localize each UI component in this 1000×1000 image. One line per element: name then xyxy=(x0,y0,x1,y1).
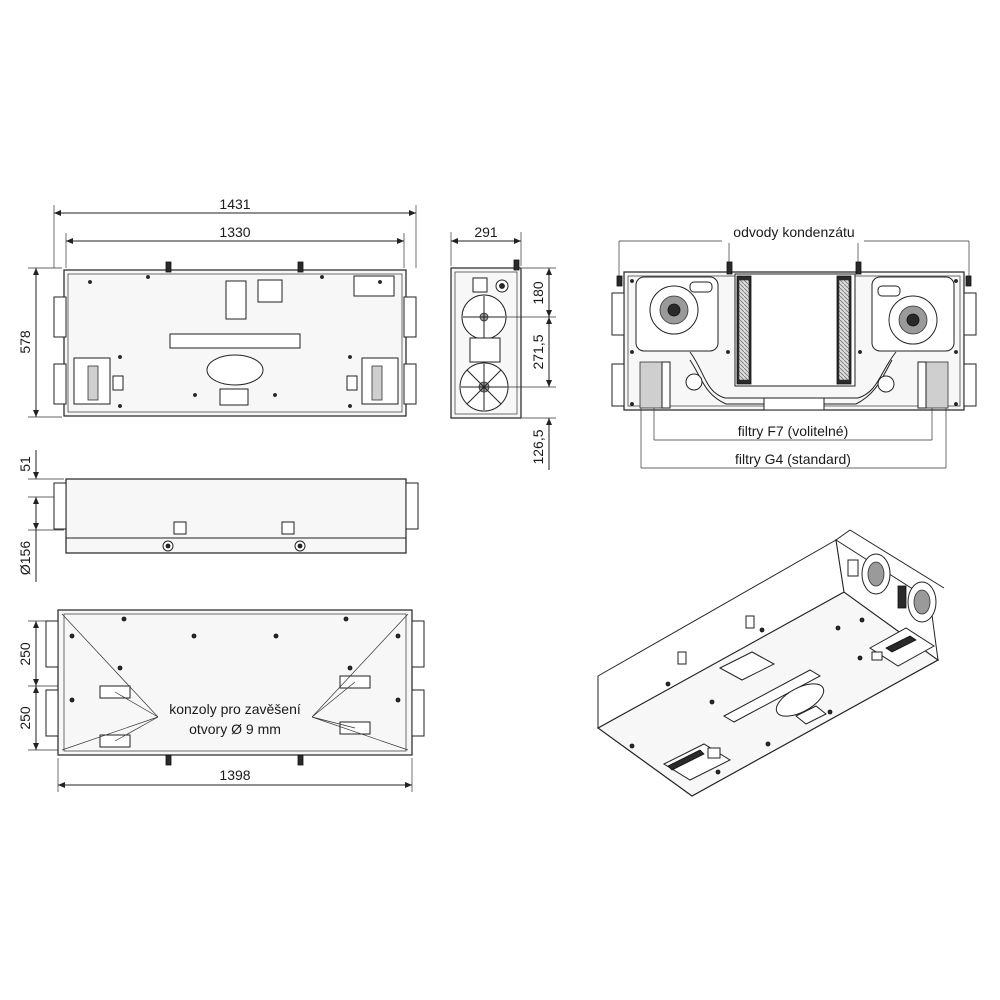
duct-stub xyxy=(53,363,67,405)
duct-stub xyxy=(403,363,417,405)
dim-side-top: 180 xyxy=(530,281,546,305)
dim-front-width-inner: 1330 xyxy=(219,224,250,240)
label-brackets-line2: otvory Ø 9 mm xyxy=(189,721,281,737)
dim-side-bottom: 126,5 xyxy=(530,429,546,464)
label-brackets-line1: konzoly pro zavěšení xyxy=(169,701,301,717)
dim-duct-diameter: Ø156 xyxy=(17,541,33,575)
dim-bottom-spacing-1: 250 xyxy=(17,642,33,666)
dim-top-offset: 51 xyxy=(17,456,33,472)
section-view: odvody kondenzátu xyxy=(611,224,977,469)
duct-stub xyxy=(53,296,67,338)
side-view: 291 180 271,5 126,5 xyxy=(450,224,556,470)
dim-side-depth: 291 xyxy=(474,224,498,240)
dim-front-height: 578 xyxy=(17,330,33,354)
filter-right xyxy=(925,361,949,409)
dim-bottom-width: 1398 xyxy=(219,767,250,783)
label-filter-g4: filtry G4 (standard) xyxy=(735,451,851,467)
top-unit-body xyxy=(65,478,407,554)
filter-left xyxy=(639,361,663,409)
top-view: 51 Ø156 xyxy=(17,450,419,582)
duct-stub xyxy=(403,296,417,338)
bottom-view: 250 250 konzoly pro zavěšení otvory Ø 9 … xyxy=(17,609,425,792)
access-port xyxy=(206,354,264,386)
dim-side-mid: 271,5 xyxy=(530,334,546,369)
front-view: 1431 1330 578 xyxy=(17,196,417,418)
dim-bottom-spacing-2: 250 xyxy=(17,706,33,730)
label-condensate: odvody kondenzátu xyxy=(733,224,854,240)
isometric-view xyxy=(596,529,945,797)
heat-exchanger xyxy=(734,273,856,387)
label-filter-f7: filtry F7 (volitelné) xyxy=(738,423,848,439)
dim-front-width-total: 1431 xyxy=(219,196,250,212)
